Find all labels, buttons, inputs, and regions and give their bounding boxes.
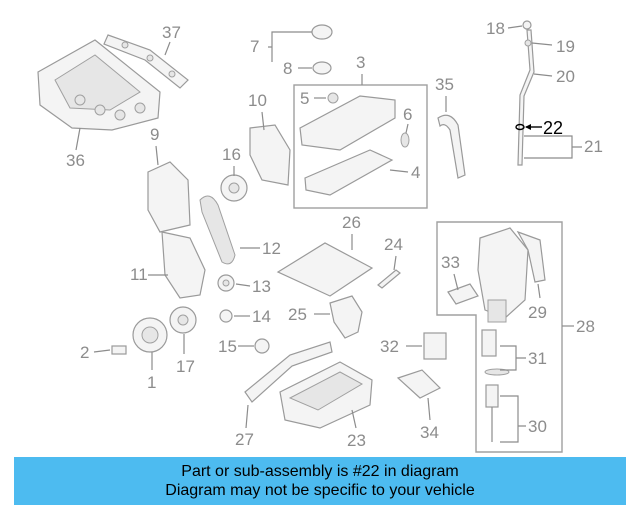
oil-pump-part	[329, 295, 363, 339]
oil-pan-part	[279, 361, 373, 429]
part-label-22: 22	[543, 118, 563, 138]
part-label-12: 12	[262, 239, 281, 258]
oil-pan-gasket-part	[244, 341, 333, 403]
part-label-37: 37	[162, 23, 181, 42]
rear-timing-cover-part	[249, 124, 291, 186]
part-label-31: 31	[528, 349, 547, 368]
part-label-9: 9	[150, 125, 159, 144]
part-label-17: 17	[176, 357, 195, 376]
part-label-27: 27	[235, 430, 254, 449]
part-label-2: 2	[80, 343, 89, 362]
part-label-25: 25	[288, 305, 307, 324]
part-label-13: 13	[252, 277, 271, 296]
valve-cover-group-box	[293, 84, 428, 209]
oil-cap-part	[311, 24, 333, 75]
filter-element-part	[481, 329, 510, 376]
part-label-28: 28	[576, 317, 595, 336]
oil-pickup-tube-part	[377, 269, 401, 289]
part-label-32: 32	[380, 337, 399, 356]
oil-filter-group-box	[436, 221, 563, 453]
part-label-10: 10	[248, 91, 267, 110]
part-label-16: 16	[222, 145, 241, 164]
part-label-3: 3	[356, 53, 365, 72]
part-label-23: 23	[347, 431, 366, 450]
crankshaft-sprocket-part	[169, 306, 197, 334]
oil-filter-housing-part	[477, 227, 546, 323]
oil-level-sensor-part	[423, 332, 447, 360]
manifold-gasket-part	[103, 34, 189, 89]
part-label-21: 21	[584, 137, 603, 156]
part-label-20: 20	[556, 67, 575, 86]
part-label-6: 6	[403, 105, 412, 124]
camshaft-sprocket-part	[220, 174, 248, 202]
part-label-1: 1	[147, 373, 156, 392]
part-label-34: 34	[420, 423, 439, 442]
o-ring-highlighted-part	[515, 123, 525, 131]
engine-parts-diagram: 36 37 9 10 16 12 11 13 14	[37, 19, 603, 453]
intake-manifold-part	[37, 39, 161, 131]
valve-cover-part	[299, 92, 410, 196]
part-label-7: 7	[250, 37, 259, 56]
mount-bracket-part	[396, 369, 442, 399]
part-label-14: 14	[252, 307, 271, 326]
part-label-11: 11	[130, 265, 148, 284]
pressure-switch-part	[485, 384, 499, 442]
part-label-29: 29	[528, 303, 547, 322]
timing-cover-part	[147, 161, 191, 233]
oil-cooler-part	[447, 283, 479, 305]
part-label-5: 5	[300, 89, 309, 108]
idler-pulley-part	[217, 274, 235, 292]
part-label-8: 8	[283, 59, 292, 78]
part-label-33: 33	[441, 253, 460, 272]
dipstick-part	[517, 20, 535, 166]
front-cover-part	[161, 231, 206, 299]
seal-part	[254, 338, 270, 354]
part-label-4: 4	[411, 163, 420, 182]
info-banner: Part or sub-assembly is #22 in diagram D…	[14, 457, 626, 505]
oil-baffle-part	[276, 242, 374, 297]
part-label-24: 24	[384, 235, 403, 254]
timing-belt-part	[199, 195, 236, 265]
breather-hose-part	[437, 114, 466, 179]
part-label-36: 36	[66, 151, 85, 170]
banner-line-1: Part or sub-assembly is #22 in diagram	[181, 463, 459, 480]
part-label-26: 26	[342, 213, 361, 232]
part-label-30: 30	[528, 417, 547, 436]
banner-line-2: Diagram may not be specific to your vehi…	[165, 482, 475, 499]
tensioner-part	[219, 309, 233, 323]
part-label-35: 35	[435, 75, 454, 94]
crankshaft-pulley-part	[132, 317, 168, 353]
part-label-15: 15	[218, 337, 237, 356]
part-label-18: 18	[486, 19, 505, 38]
part-label-19: 19	[556, 37, 575, 56]
bolt-part	[111, 345, 127, 355]
